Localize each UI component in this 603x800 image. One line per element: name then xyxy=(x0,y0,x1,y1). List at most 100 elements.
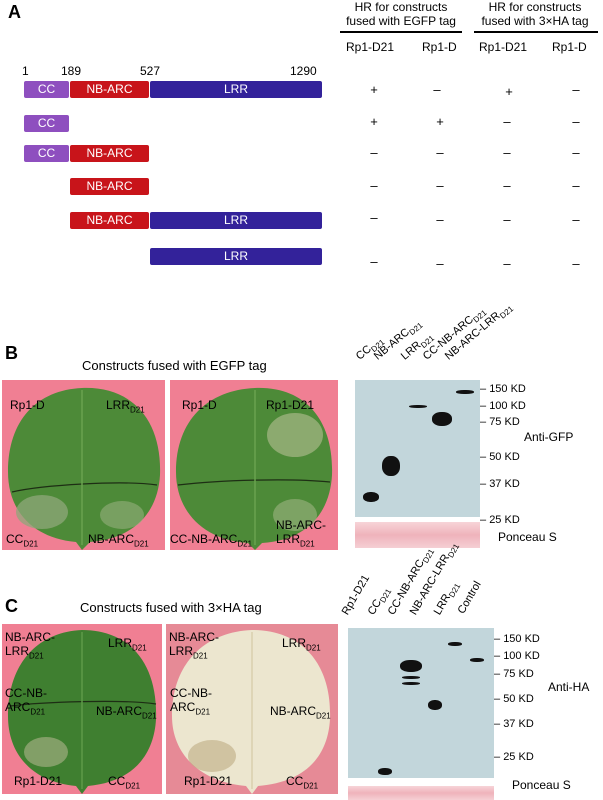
header-ha-line2: fused with 3×HA tag xyxy=(481,14,589,28)
r2-c2: + xyxy=(436,114,444,129)
c-leaf2-tr: LRRD21 xyxy=(282,636,321,653)
panel-b-leaf1-photo: Rp1-D LRRD21 CCD21 NB-ARCD21 xyxy=(2,380,165,550)
r1-c3: + xyxy=(505,84,513,99)
row2-cc-domain: CC xyxy=(24,115,69,132)
b-leaf1-br: NB-ARCD21 xyxy=(88,532,149,549)
r6-c2: – xyxy=(436,256,444,271)
c-marker-37: – 37 KD xyxy=(494,718,534,730)
row4-nbarc-domain: NB-ARC xyxy=(70,178,149,195)
pos-1: 1 xyxy=(22,64,29,78)
row6-lrr-domain: LRR xyxy=(150,248,322,265)
r6-c3: – xyxy=(503,256,511,271)
b-marker-150: – 150 KD xyxy=(480,383,526,395)
band xyxy=(363,492,379,502)
r3-c4: – xyxy=(572,145,580,160)
row5-lrr-domain: LRR xyxy=(150,212,322,229)
leaf-icon xyxy=(8,630,157,794)
header-egfp-line1: HR for constructs xyxy=(354,0,448,14)
panel-c-western-blot xyxy=(348,628,494,778)
c-marker-75: – 75 KD xyxy=(494,668,534,680)
band xyxy=(382,456,400,476)
c-leaf2-mr: NB-ARCD21 xyxy=(270,704,331,721)
c-marker-25: – 25 KD xyxy=(494,751,534,763)
panel-b-letter: B xyxy=(5,343,18,363)
header-egfp-line2: fused with EGFP tag xyxy=(346,14,456,28)
r3-c2: – xyxy=(436,145,444,160)
c-leaf2-bl: Rp1-D21 xyxy=(184,774,233,788)
b-leaf2-tr: Rp1-D21 xyxy=(266,398,315,412)
c-leaf1-mr: NB-ARCD21 xyxy=(96,704,157,721)
r2-c4: – xyxy=(572,114,580,129)
row1-cc-domain: CC xyxy=(24,81,69,98)
band xyxy=(432,412,452,426)
b-leaf2-tl: Rp1-D xyxy=(182,398,217,412)
band xyxy=(378,768,392,775)
row1-lrr-domain: LRR xyxy=(150,81,322,98)
leaf-icon xyxy=(172,630,331,794)
row5-nbarc-domain: NB-ARC xyxy=(70,212,149,229)
r4-c1: – xyxy=(370,178,378,193)
panel-c-letter: C xyxy=(5,596,18,616)
col-ha-rp1d: Rp1-D xyxy=(552,40,587,54)
panel-b-western-blot xyxy=(355,380,480,517)
r2-c3: – xyxy=(503,114,511,129)
c-leaf2-br: CCD21 xyxy=(286,774,319,791)
b-leaf1-bl: CCD21 xyxy=(6,532,39,549)
r6-c4: – xyxy=(572,256,580,271)
band xyxy=(402,676,420,679)
band xyxy=(456,390,474,394)
b-marker-37: – 37 KD xyxy=(480,478,520,490)
leaf-icon xyxy=(176,387,333,550)
r1-c1: + xyxy=(370,82,378,97)
r6-c1: – xyxy=(370,254,378,269)
band xyxy=(402,682,420,685)
c-leaf1-br: CCD21 xyxy=(108,774,141,791)
header-egfp-rule xyxy=(340,31,462,33)
r3-c3: – xyxy=(503,145,511,160)
pos-527: 527 xyxy=(140,64,161,78)
b-leaf2-bl: CC-NB-ARCD21 xyxy=(170,532,253,549)
b-leaf1-tr: LRRD21 xyxy=(106,398,145,415)
panel-c-leaf2-photo: NB-ARC-LRRD21 LRRD21 CC-NB-ARCD21 NB-ARC… xyxy=(166,624,338,794)
r4-c2: – xyxy=(436,178,444,193)
pos-189: 189 xyxy=(61,64,82,78)
r1-c4: – xyxy=(572,82,580,97)
c-leaf1-bl: Rp1-D21 xyxy=(14,774,63,788)
row3-nbarc-domain: NB-ARC xyxy=(70,145,149,162)
c-leaf2-tl: NB-ARC-LRRD21 xyxy=(169,630,219,661)
header-egfp: HR for constructs fused with EGFP tag xyxy=(336,0,466,28)
b-marker-25: – 25 KD xyxy=(480,514,520,526)
col-egfp-rp1d: Rp1-D xyxy=(422,40,457,54)
c-leaf1-ml: CC-NB-ARCD21 xyxy=(5,686,47,717)
row3-cc-domain: CC xyxy=(24,145,69,162)
panel-b-ponceau-strip xyxy=(355,522,480,548)
r4-c3: – xyxy=(503,178,511,193)
r5-c3: – xyxy=(503,212,511,227)
header-ha-line1: HR for constructs xyxy=(488,0,582,14)
b-leaf2-br: NB-ARC- LRRD21 xyxy=(276,518,326,549)
b-antibody-label: Anti-GFP xyxy=(524,430,574,444)
c-marker-150: – 150 KD xyxy=(494,633,540,645)
r3-c1: – xyxy=(370,145,378,160)
band xyxy=(409,405,427,408)
band xyxy=(428,700,442,710)
c-ponceau-label: Ponceau S xyxy=(512,778,571,792)
col-ha-rp1d21: Rp1-D21 xyxy=(479,40,528,54)
r5-c2: – xyxy=(436,212,444,227)
col-egfp-rp1d21: Rp1-D21 xyxy=(346,40,395,54)
panel-a-letter: A xyxy=(8,2,21,22)
r2-c1: + xyxy=(370,114,378,129)
c-leaf1-tr: LRRD21 xyxy=(108,636,147,653)
panel-b-leaf2-photo: Rp1-D Rp1-D21 CC-NB-ARCD21 NB-ARC- LRRD2… xyxy=(170,380,338,550)
band xyxy=(400,660,422,672)
panel-c-leaf1-photo: NB-ARC-LRRD21 LRRD21 CC-NB-ARCD21 NB-ARC… xyxy=(2,624,162,794)
b-marker-75: – 75 KD xyxy=(480,416,520,428)
panel-c-title: Constructs fused with 3×HA tag xyxy=(80,600,262,615)
c-leaf2-ml: CC-NB-ARCD21 xyxy=(170,686,212,717)
c-marker-50: – 50 KD xyxy=(494,693,534,705)
b-ponceau-label: Ponceau S xyxy=(498,530,557,544)
header-ha-rule xyxy=(474,31,598,33)
band xyxy=(448,642,462,646)
b-leaf1-tl: Rp1-D xyxy=(10,398,45,412)
header-ha: HR for constructs fused with 3×HA tag xyxy=(470,0,600,28)
